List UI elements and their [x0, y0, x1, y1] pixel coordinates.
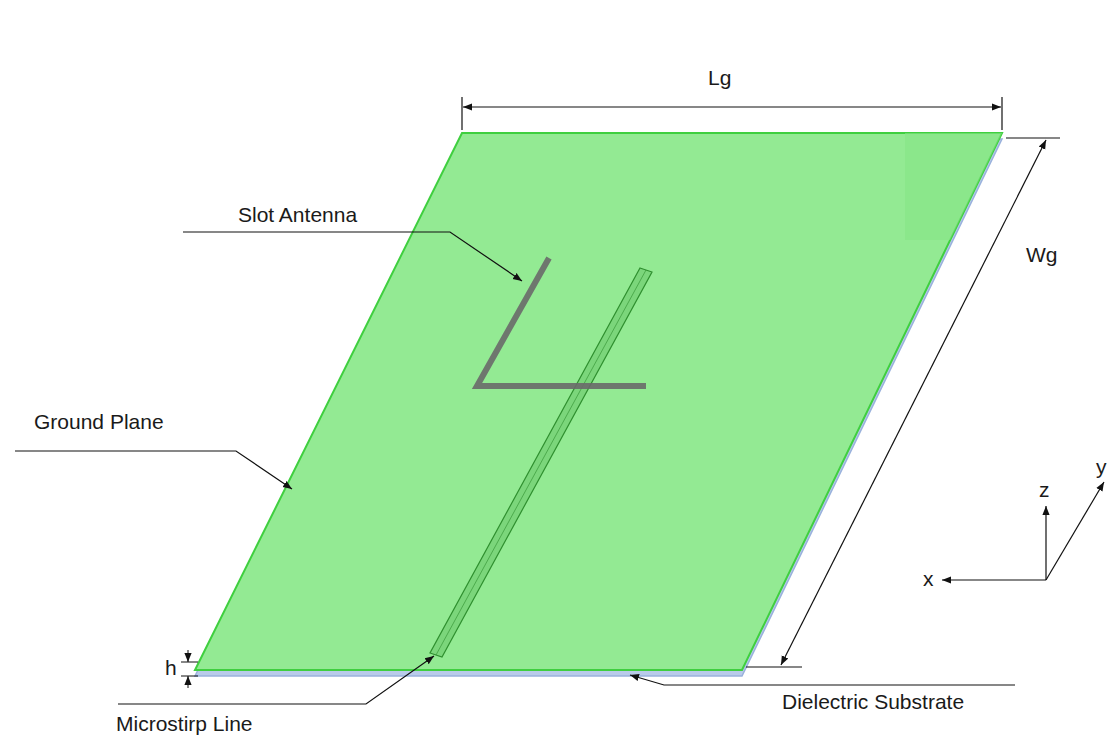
slot-antenna: [477, 258, 646, 386]
axis-z: [1045, 506, 1046, 580]
ground-plane: [195, 133, 1002, 670]
axis-label: x: [923, 567, 934, 591]
extension-line: [181, 676, 198, 677]
axis-label: z: [1039, 478, 1050, 502]
part-label: Slot Antenna: [238, 203, 357, 227]
part-label: Dielectric Substrate: [782, 690, 964, 714]
ground-plane-shade: [905, 133, 1002, 240]
leader-line: [183, 232, 522, 281]
dimension-label: h: [165, 656, 177, 680]
leader-line: [15, 451, 292, 489]
microstrip-line: [430, 268, 652, 657]
dimension-label: Lg: [708, 66, 731, 90]
axis-y: [1046, 482, 1104, 580]
part-label: Microstirp Line: [116, 712, 253, 736]
leader-line: [630, 675, 1015, 685]
dimension-line: [781, 140, 1046, 665]
dimension-line: [463, 106, 1001, 107]
extension-line: [181, 662, 198, 663]
extension-line: [461, 97, 462, 130]
axis-label: y: [1096, 455, 1107, 479]
extension-line: [1006, 137, 1060, 138]
dimension-line: [188, 676, 189, 688]
extension-line: [1001, 97, 1002, 130]
part-label: Ground Plane: [34, 410, 164, 434]
axis-x: [942, 579, 1046, 580]
dimension-label: Wg: [1026, 243, 1058, 267]
extension-line: [746, 666, 802, 667]
leader-line: [118, 656, 434, 704]
dimension-line: [188, 650, 189, 662]
microstrip-line: [436, 270, 646, 655]
